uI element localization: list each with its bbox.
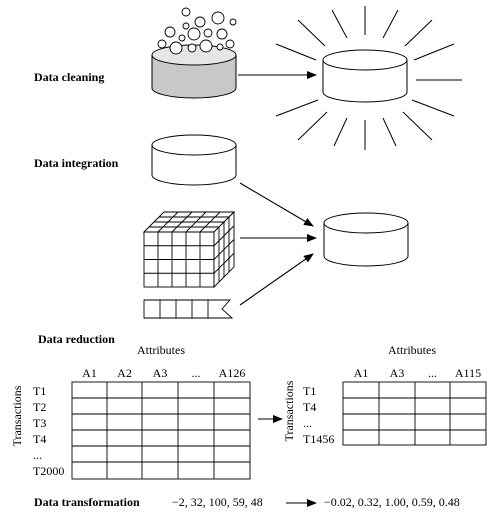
- left-column-header: A3: [153, 366, 168, 380]
- transformation-output: −0.02, 0.32, 1.00, 0.59, 0.48: [324, 495, 460, 509]
- left-row-label: ...: [33, 448, 42, 462]
- left-row-label: T2: [33, 400, 46, 414]
- left-column-header: A2: [117, 366, 132, 380]
- right-row-label: T1: [303, 384, 316, 398]
- left-row-label: T1: [33, 384, 46, 398]
- right-reduction-grid: [342, 381, 487, 446]
- bubbles-icon: [157, 7, 237, 55]
- left-transactions-label: Transactions: [10, 385, 24, 446]
- right-attributes-header: Attributes: [388, 343, 436, 357]
- right-row-label: T1456: [303, 432, 334, 446]
- left-reduction-grid: [71, 381, 251, 480]
- integration-arrow-top: [239, 182, 314, 227]
- left-row-label: T2000: [33, 464, 64, 478]
- right-column-header: A3: [390, 366, 405, 380]
- data-integration-label: Data integration: [34, 156, 119, 170]
- right-column-header: ...: [428, 366, 437, 380]
- data-cleaning-label: Data cleaning: [34, 70, 104, 84]
- source-database-icon: [151, 134, 237, 186]
- right-row-label: T4: [303, 400, 316, 414]
- flat-file-icon: [143, 299, 234, 319]
- right-row-label: ...: [303, 416, 312, 430]
- right-column-header: A1: [354, 366, 369, 380]
- data-transformation-label: Data transformation: [34, 495, 140, 509]
- integrated-database-icon: [323, 212, 409, 267]
- left-column-header: A126: [219, 366, 246, 380]
- clean-database-icon: [322, 49, 408, 103]
- right-column-header: A115: [455, 366, 481, 380]
- left-attributes-header: Attributes: [137, 343, 185, 357]
- left-row-label: T3: [33, 416, 46, 430]
- shine-rays-icon: [275, 6, 462, 150]
- left-column-header: A1: [82, 366, 97, 380]
- data-reduction-label: Data reduction: [38, 332, 115, 346]
- left-column-header: ...: [192, 366, 201, 380]
- data-cube-icon: [142, 210, 236, 289]
- right-transactions-label: Transactions: [282, 380, 296, 441]
- integration-arrow-bottom: [239, 253, 314, 306]
- transformation-input: −2, 32, 100, 59, 48: [172, 495, 263, 509]
- left-row-label: T4: [33, 432, 46, 446]
- dirty-database-icon: [151, 44, 237, 99]
